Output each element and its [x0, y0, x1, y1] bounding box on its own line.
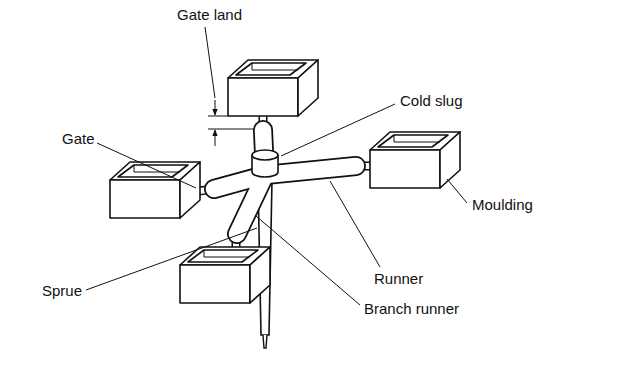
runners [214, 130, 356, 234]
part-label: Branch runner [362, 300, 461, 317]
gate-land-dimension [208, 100, 255, 146]
part-label: Sprue [40, 282, 84, 299]
part-label: Moulding [470, 196, 535, 213]
part-label: Gate land [175, 6, 244, 23]
cold-slug-well [252, 150, 278, 177]
part-label: Cold slug [398, 92, 465, 109]
part-label: Runner [372, 270, 425, 287]
gates [199, 115, 371, 249]
part-label: Gate [60, 130, 97, 147]
leader-lines [86, 27, 467, 305]
